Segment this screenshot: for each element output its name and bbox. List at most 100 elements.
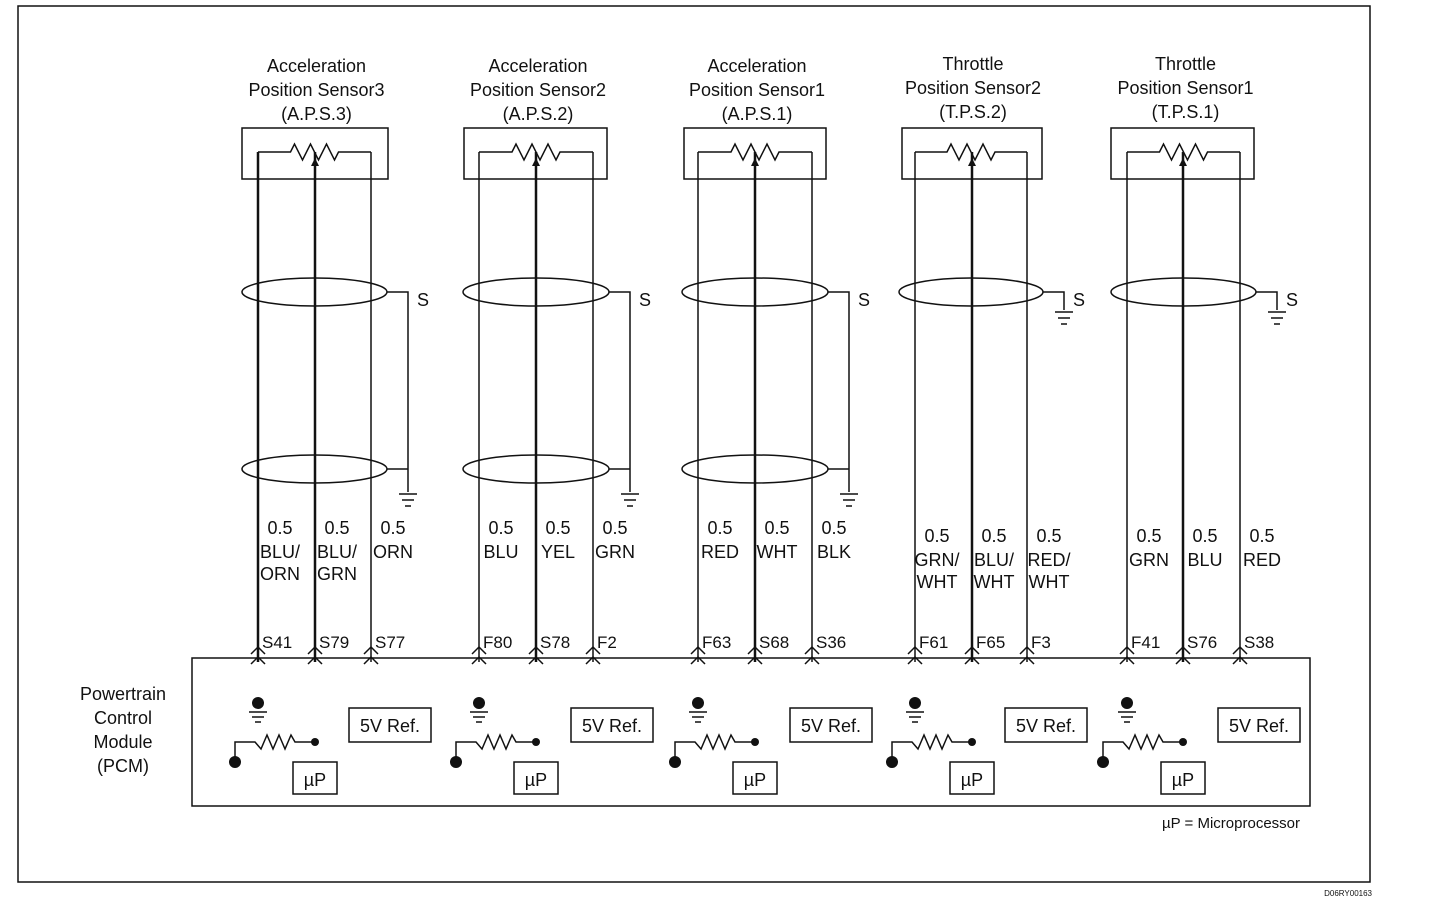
pcm-ground-symbol [470,711,488,723]
connector-chevron [1175,645,1191,665]
connector-chevron [585,645,601,665]
pull-up-resistor [674,733,755,760]
connector-chevron [804,645,820,665]
shield-label: S [858,290,870,310]
pin-label: F63 [702,633,731,652]
pull-up-resistor [891,733,972,760]
sensor-title-line: Acceleration [267,56,366,76]
microprocessor-box [1160,761,1206,795]
connector-chevron [1119,645,1135,665]
connector-chevron [528,645,544,665]
pin-label: S77 [375,633,405,652]
resistor-terminal [1097,756,1109,768]
wire-color-label: ORN [260,564,300,584]
wire-color-label: BLU [1187,550,1222,570]
ground-symbol [399,493,417,507]
wire-color-label: ORN [373,542,413,562]
sensor-title-line: Position Sensor3 [248,80,384,100]
microprocessor-box [292,761,338,795]
pull-up-resistor [234,733,315,760]
sensor-title-line: Position Sensor2 [905,78,1041,98]
pcm-ground-node [909,697,921,709]
pcm-ground-node [473,697,485,709]
shield-drain-wire [1256,291,1278,310]
wire-color-label: GRN [595,542,635,562]
connector-chevron [471,645,487,665]
resistor-terminal [886,756,898,768]
pin-label: S68 [759,633,789,652]
shield-drain-wire [1043,291,1065,310]
wire-color-label: WHT [757,542,798,562]
pin-label: S79 [319,633,349,652]
pcm-label-line2: Control [94,708,152,728]
microprocessor-box [949,761,995,795]
shield-label: S [1073,290,1085,310]
wire-color-label: BLU/ [260,542,300,562]
microprocessor-label: µP [744,770,766,790]
pcm-label-line1: Powertrain [80,684,166,704]
wire-size-label: 0.5 [267,518,292,538]
microprocessor-box [513,761,559,795]
microprocessor-box [732,761,778,795]
connector-chevron [363,645,379,665]
wire-color-label: WHT [974,572,1015,592]
sensor-title-line: Position Sensor1 [689,80,825,100]
pcm-label-line4: (PCM) [97,756,149,776]
connector-chevron [907,645,923,665]
connector-chevron [250,645,266,665]
resistor-terminal [229,756,241,768]
wire-color-label: RED/ [1027,550,1070,570]
ref-5v-label: 5V Ref. [1016,716,1076,736]
microprocessor-label: µP [961,770,983,790]
pin-label: S36 [816,633,846,652]
connector-chevron [964,645,980,665]
pcm-ground-node [692,697,704,709]
pin-label: F61 [919,633,948,652]
shield-label: S [417,290,429,310]
wire-color-label: BLK [817,542,851,562]
ref-5v-box [570,707,654,743]
resistor-terminal [450,756,462,768]
pcm-ground-node [1121,697,1133,709]
sensor-title-line: Position Sensor2 [470,80,606,100]
sensor-title-line: Throttle [1155,54,1216,74]
wire-color-label: WHT [917,572,958,592]
pin-label: F2 [597,633,617,652]
pin-label: S76 [1187,633,1217,652]
pcm-ground-symbol [249,711,267,723]
ref-5v-box [1217,707,1301,743]
sensor-title-line: Position Sensor1 [1117,78,1253,98]
microprocessor-label: µP [525,770,547,790]
microprocessor-label: µP [1172,770,1194,790]
wire-color-label: GRN [1129,550,1169,570]
pcm-label-line3: Module [93,732,152,752]
ref-5v-box [348,707,432,743]
ground-symbol [621,493,639,507]
connector-chevron [1232,645,1248,665]
wire-size-label: 0.5 [764,518,789,538]
wire-size-label: 0.5 [821,518,846,538]
ref-5v-label: 5V Ref. [1229,716,1289,736]
connector-chevron [747,645,763,665]
wire-size-label: 0.5 [1136,526,1161,546]
resistor-terminal [669,756,681,768]
wire-size-label: 0.5 [1036,526,1061,546]
pcm-ground-symbol [906,711,924,723]
wire-size-label: 0.5 [1249,526,1274,546]
sensor-title-line: (A.P.S.3) [281,104,352,124]
sensor-title-line: Acceleration [707,56,806,76]
outer-frame [17,5,1371,883]
pull-up-resistor [455,733,536,760]
shield-drain-wire [387,291,409,492]
shield-drain-wire [609,291,631,492]
wire-size-label: 0.5 [924,526,949,546]
connector-chevron [1019,645,1035,665]
sensor-title-line: Acceleration [488,56,587,76]
ground-symbol [840,493,858,507]
ref-5v-box [1004,707,1088,743]
connector-chevron [307,645,323,665]
microprocessor-label: µP [304,770,326,790]
pcm-ground-symbol [1118,711,1136,723]
